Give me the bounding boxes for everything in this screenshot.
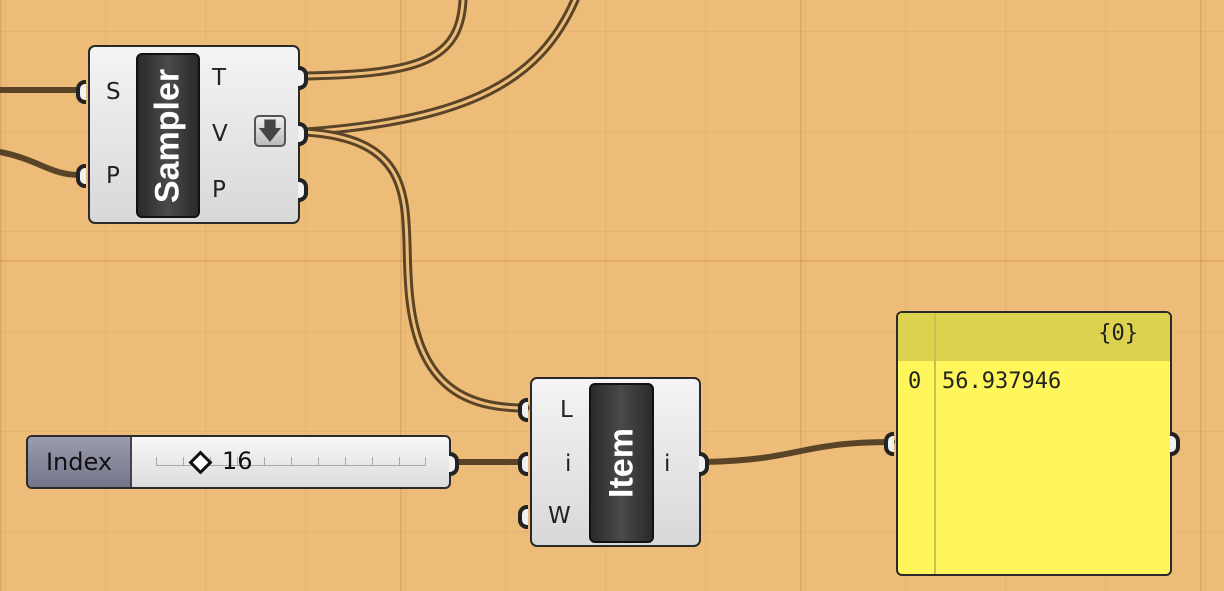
wire-top-to-T (300, 0, 468, 81)
wire-V-to-L (300, 127, 530, 413)
panel-header: {0} (898, 313, 1170, 361)
item-grip-i-out[interactable] (699, 452, 709, 476)
arrow-down-icon[interactable]: 🡇 (254, 115, 286, 147)
item-grip-i[interactable] (518, 452, 528, 476)
item-grip-L[interactable] (518, 398, 528, 422)
item-input-i[interactable]: i (565, 451, 572, 477)
panel-index: 0 (908, 369, 922, 394)
wire-item-to-panel (702, 439, 895, 465)
item-name: Item (602, 428, 640, 498)
panel-path: {0} (1098, 321, 1138, 346)
item-input-W[interactable]: W (548, 503, 571, 529)
panel-value: 56.937946 (942, 369, 1062, 394)
item-input-L[interactable]: L (560, 397, 573, 423)
sampler-output-P[interactable]: P (212, 177, 226, 203)
slider-output-grip[interactable] (449, 452, 459, 476)
panel-output-grip[interactable] (1170, 432, 1180, 456)
sampler-input-S[interactable]: S (106, 79, 121, 105)
panel-input-grip[interactable] (884, 432, 894, 456)
output-panel[interactable]: {0} 0 56.937946 (896, 311, 1172, 576)
sampler-grip-P[interactable] (76, 164, 86, 188)
sampler-output-V[interactable]: V (212, 121, 228, 147)
item-output-i[interactable]: i (664, 451, 671, 477)
sampler-output-T[interactable]: T (212, 65, 227, 91)
item-nickname-plate: Item (589, 383, 654, 543)
sampler-input-P[interactable]: P (106, 163, 120, 189)
sampler-grip-V[interactable] (298, 122, 308, 146)
sampler-grip-P-out[interactable] (298, 178, 308, 202)
wire-left-to-P (0, 149, 83, 178)
slider-label: Index (28, 437, 132, 487)
panel-divider (934, 313, 936, 574)
slider-value: 16 (222, 447, 253, 475)
item-grip-W[interactable] (518, 505, 528, 529)
sampler-name: Sampler (148, 68, 187, 203)
sampler-nickname-plate: Sampler (136, 53, 200, 218)
item-component[interactable]: Item L i W i (530, 377, 701, 547)
sampler-grip-S[interactable] (76, 80, 86, 104)
wire-top-to-V (300, 0, 580, 137)
sampler-grip-T[interactable] (298, 66, 308, 90)
index-slider[interactable]: Index 16 (26, 435, 451, 489)
